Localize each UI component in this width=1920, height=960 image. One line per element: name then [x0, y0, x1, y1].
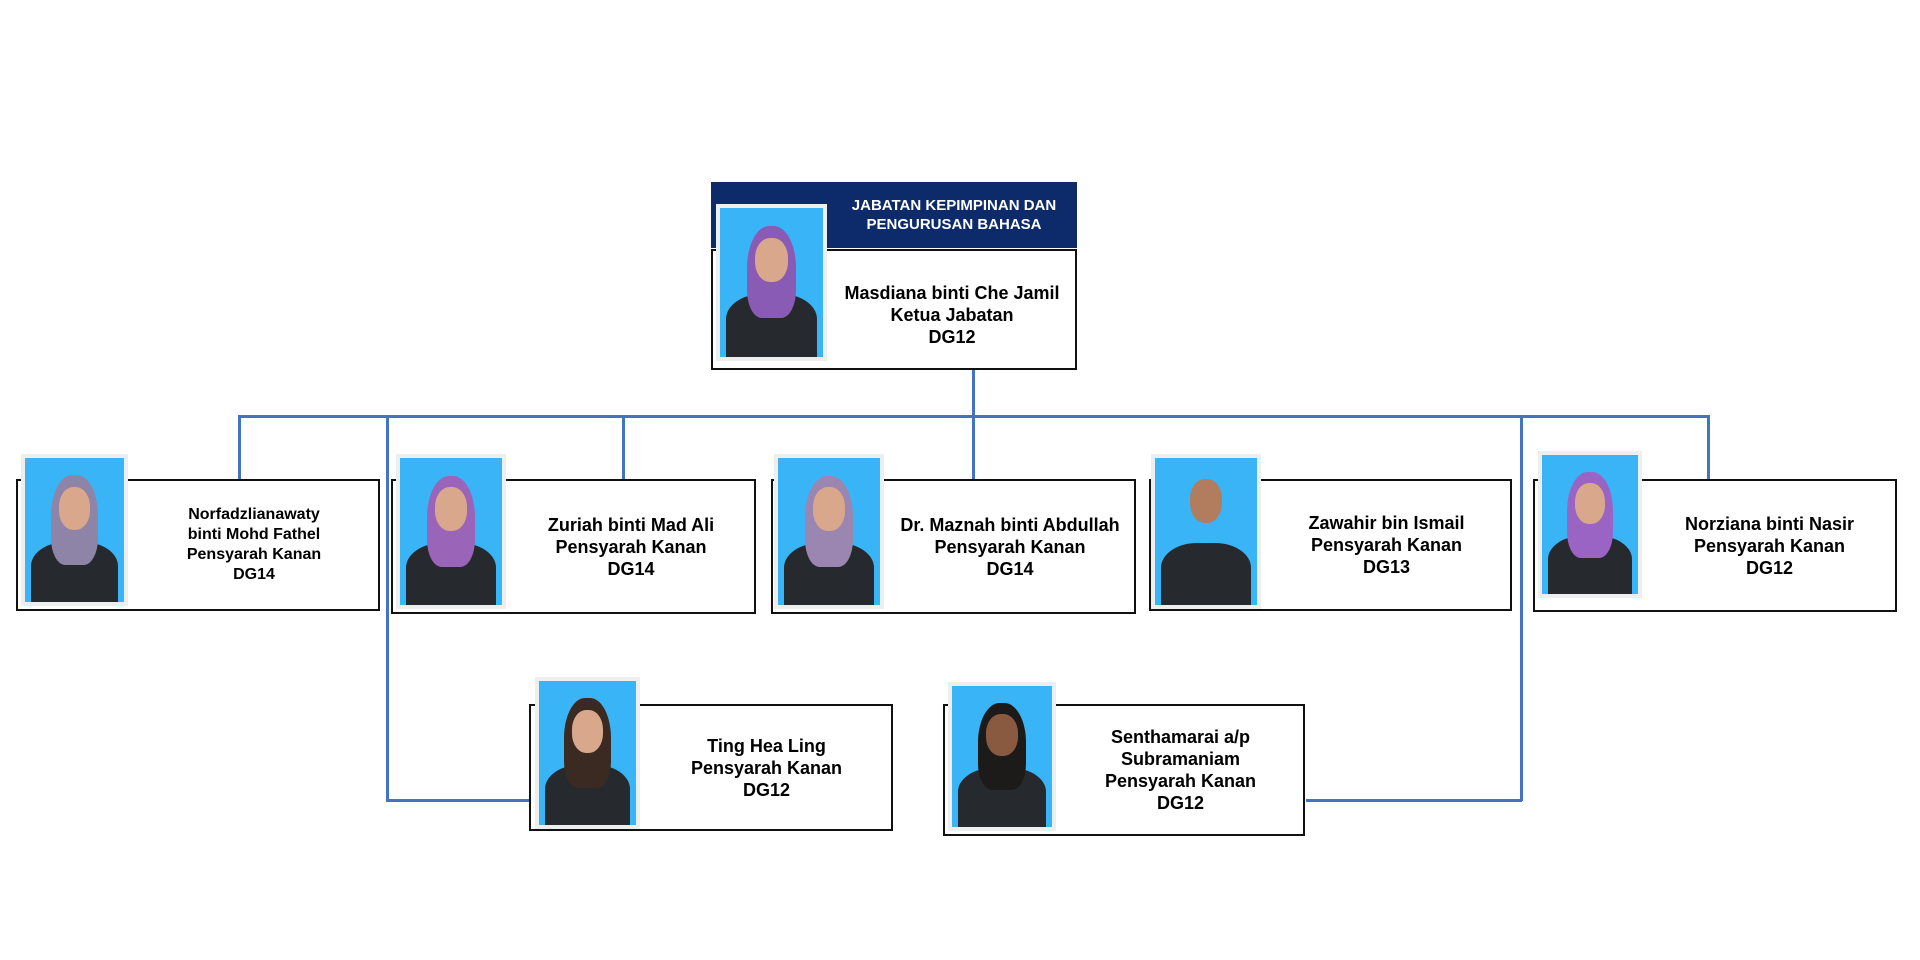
- member-name: Subramaniam: [1120, 749, 1241, 769]
- member-role: Pensyarah Kanan: [186, 546, 322, 563]
- member-photo: [396, 454, 506, 609]
- member-role: Pensyarah Kanan: [690, 757, 843, 778]
- head-grade: DG12: [928, 327, 976, 347]
- member-role: Pensyarah Kanan: [1310, 535, 1463, 555]
- member-info: Zawahir bin Ismail Pensyarah Kanan DG13: [1261, 479, 1512, 611]
- head-role: Ketua Jabatan: [890, 305, 1014, 325]
- member-grade: DG13: [1362, 557, 1411, 577]
- member-grade: DG14: [607, 558, 655, 579]
- connector-line: [1306, 799, 1522, 802]
- member-grade: DG12: [1156, 793, 1205, 813]
- member-info: Norfadzlianawaty binti Mohd Fathel Pensy…: [128, 479, 380, 611]
- member-role: Pensyarah Kanan: [1693, 535, 1846, 556]
- member-info: Ting Hea Ling Pensyarah Kanan DG12: [640, 704, 893, 831]
- member-photo: [774, 454, 884, 609]
- connector-line: [622, 415, 625, 479]
- department-title-line1: JABATAN KEPIMPINAN DAN: [851, 197, 1057, 214]
- head-info: Masdiana binti Che Jamil Ketua Jabatan D…: [827, 270, 1077, 360]
- member-name: Norziana binti Nasir: [1684, 513, 1855, 534]
- member-grade: DG12: [742, 779, 791, 800]
- connector-line: [972, 369, 975, 479]
- connector-line: [386, 799, 530, 802]
- member-grade: DG14: [233, 566, 275, 583]
- connector-line: [386, 415, 389, 801]
- member-role: Pensyarah Kanan: [1104, 771, 1257, 791]
- member-name: Norfadzlianawaty: [188, 506, 320, 523]
- member-grade: DG14: [986, 558, 1034, 579]
- member-photo: [1151, 454, 1261, 609]
- department-title-line2: PENGURUSAN BAHASA: [866, 216, 1042, 233]
- member-photo: [535, 677, 640, 829]
- head-name: Masdiana binti Che Jamil: [844, 283, 1060, 303]
- member-info: Senthamarai a/p Subramaniam Pensyarah Ka…: [1056, 704, 1305, 836]
- member-name: Senthamarai a/p: [1110, 727, 1251, 747]
- member-name: Zuriah binti Mad Ali: [547, 514, 715, 535]
- connector-line: [238, 415, 241, 479]
- member-role: Pensyarah Kanan: [934, 536, 1086, 557]
- member-role: Pensyarah Kanan: [555, 536, 707, 557]
- member-info: Dr. Maznah binti Abdullah Pensyarah Kana…: [884, 479, 1136, 614]
- member-name: binti Mohd Fathel: [187, 526, 321, 543]
- member-photo: [1538, 451, 1642, 598]
- member-photo: [948, 682, 1056, 831]
- member-name: Zawahir bin Ismail: [1308, 513, 1465, 533]
- connector-line: [238, 415, 1710, 418]
- member-info: Norziana binti Nasir Pensyarah Kanan DG1…: [1642, 479, 1897, 612]
- head-photo: [716, 204, 827, 361]
- connector-line: [1707, 415, 1710, 479]
- member-name: Dr. Maznah binti Abdullah: [900, 514, 1120, 535]
- connector-line: [1520, 415, 1523, 801]
- member-grade: DG12: [1745, 557, 1794, 578]
- member-info: Zuriah binti Mad Ali Pensyarah Kanan DG1…: [506, 479, 756, 614]
- member-name: Ting Hea Ling: [707, 735, 826, 756]
- member-photo: [21, 454, 128, 606]
